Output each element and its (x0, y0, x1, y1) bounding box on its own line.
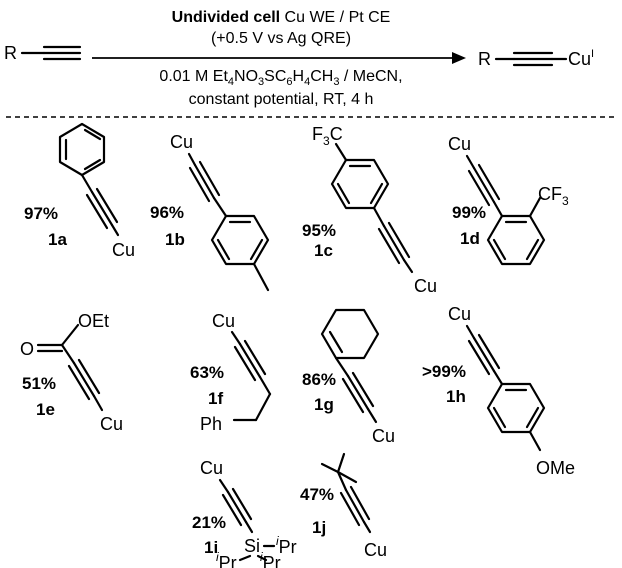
reaction-arrow (92, 52, 466, 64)
reaction-scheme: R Undivided cell Cu WE / Pt CE (+0.5 V v… (4, 9, 594, 108)
trifluoromethyl-label: CF3 (538, 184, 569, 208)
tert-butyl-group (320, 452, 358, 484)
copper-atom-label: Cu (200, 458, 223, 478)
reactant-r-label: R (4, 43, 17, 63)
ethoxy-label: OEt (78, 311, 109, 331)
yield-label: 97% (24, 204, 58, 223)
condition-mode: constant potential, RT, 4 h (189, 91, 374, 108)
compound-id-label: 1h (446, 387, 466, 406)
compound-1j: Cu 47% 1j (300, 452, 387, 560)
alkyne-triple-bond (467, 333, 501, 376)
benzene-ring (486, 214, 546, 266)
benzene-ring (330, 158, 390, 210)
methyl-bond (252, 262, 270, 292)
yield-label: 47% (300, 485, 334, 504)
compound-1c: F3C Cu 95% 1c (302, 124, 437, 296)
methoxy-label: OMe (536, 458, 575, 478)
phenyl-label: Ph (200, 414, 222, 434)
alkyne-triple-bond (85, 187, 119, 230)
copper-atom-label: Cu (364, 540, 387, 560)
copper-atom-label: Cu (170, 132, 193, 152)
condition-cell: Undivided cell Cu WE / Pt CE (172, 9, 391, 26)
trifluoromethyl-label: F3C (312, 124, 343, 148)
alkyne-triple-bond (339, 485, 371, 527)
compound-id-label: 1e (36, 400, 55, 419)
copper-atom-label: Cu (372, 426, 395, 446)
condition-electrolyte: 0.01 M Et4NO3SC6H4CH3 / MeCN, (159, 68, 402, 88)
copper-atom-label: Cu (448, 134, 471, 154)
compound-1e: OEt O Cu 51% 1e (20, 311, 123, 434)
reactant-triple-bond (42, 45, 82, 61)
compound-id-label: 1b (165, 230, 185, 249)
compound-id-label: 1i (204, 538, 218, 557)
yield-label: 63% (190, 363, 224, 382)
isopropyl-label: iPr (276, 534, 297, 557)
yield-label: 21% (192, 513, 226, 532)
alkyne-triple-bond (221, 487, 253, 527)
compound-id-label: 1a (48, 230, 67, 249)
product-triple-bond (512, 51, 554, 67)
compound-id-label: 1f (208, 389, 223, 408)
alkyne-triple-bond (341, 371, 375, 414)
benzene-ring (58, 122, 106, 177)
product-cu-label: CuI (568, 48, 594, 69)
compound-1f: Cu Ph 63% 1f (190, 311, 272, 434)
yield-label: 86% (302, 370, 336, 389)
silicon-atom-label: Si (244, 536, 260, 556)
product-r-label: R (478, 49, 491, 69)
compound-1i: Cu Si iPr iPr iPr 21% 1i (192, 458, 297, 568)
yield-label: >99% (422, 362, 466, 381)
compound-id-label: 1j (312, 518, 326, 537)
benzene-ring (210, 214, 270, 266)
yield-label: 99% (452, 203, 486, 222)
alkyne-triple-bond (377, 221, 411, 265)
copper-atom-label: Cu (414, 276, 437, 296)
alkyne-triple-bond (467, 163, 501, 207)
alkyne-triple-bond (67, 358, 101, 401)
copper-atom-label: Cu (212, 311, 235, 331)
condition-potential: (+0.5 V vs Ag QRE) (211, 30, 351, 47)
compound-id-label: 1g (314, 395, 334, 414)
compound-1g: Cu 86% 1g (302, 308, 395, 446)
carbonyl-double-bond (36, 343, 64, 353)
copper-atom-label: Cu (112, 240, 135, 260)
benzene-ring (486, 382, 546, 434)
alkyne-triple-bond (233, 339, 267, 382)
oxygen-atom-label: O (20, 339, 34, 359)
isopropyl-label: iPr (260, 550, 281, 568)
yield-label: 51% (22, 374, 56, 393)
compound-1b: Cu 96% 1b (150, 132, 270, 292)
compound-1h: Cu OMe >99% 1h (422, 304, 575, 478)
copper-atom-label: Cu (448, 304, 471, 324)
compound-id-label: 1c (314, 241, 333, 260)
yield-label: 95% (302, 221, 336, 240)
isopropyl-label: iPr (216, 550, 237, 568)
copper-atom-label: Cu (100, 414, 123, 434)
compound-1a: Cu 97% 1a (24, 122, 135, 260)
cyclohexene-ring (320, 308, 380, 360)
compound-1d: Cu CF3 99% 1d (448, 134, 569, 266)
yield-label: 96% (150, 203, 184, 222)
compound-id-label: 1d (460, 229, 480, 248)
alkyne-triple-bond (188, 160, 221, 203)
